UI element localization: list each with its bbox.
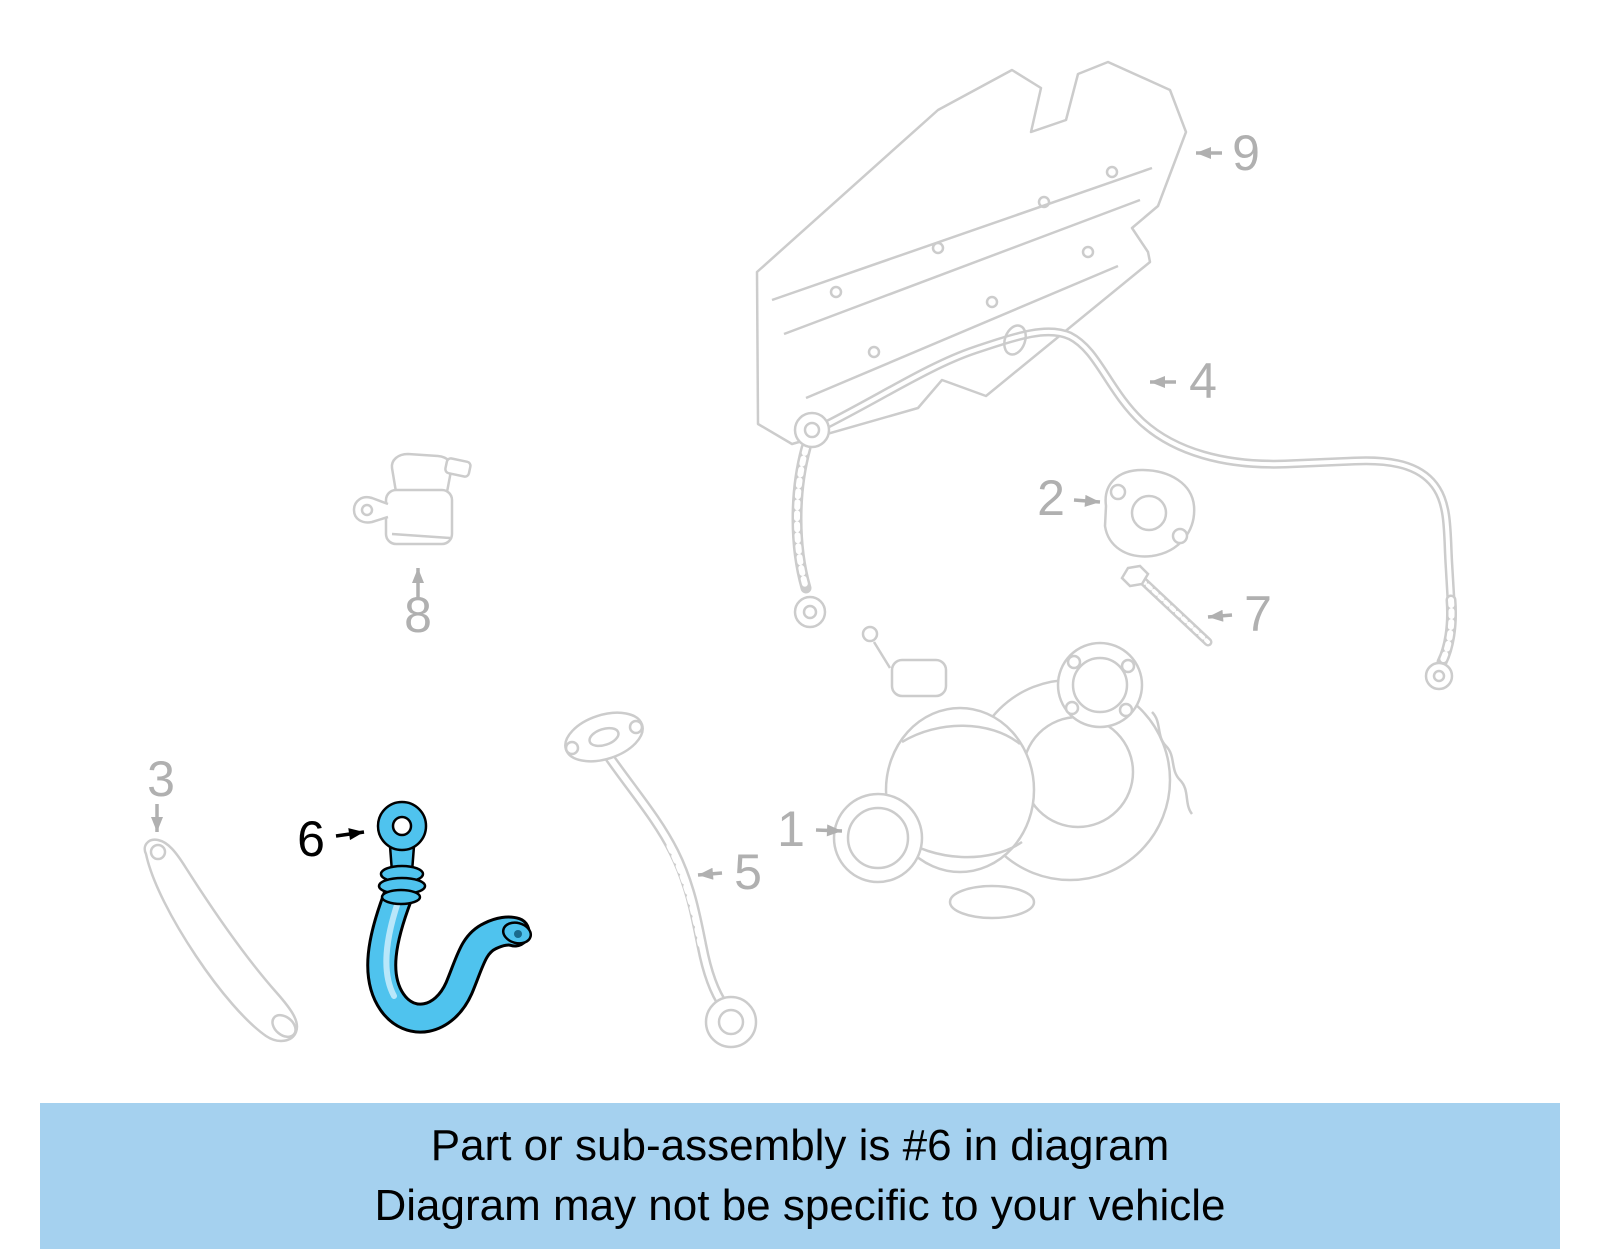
leader-line-2 bbox=[1073, 494, 1101, 507]
label-part-4: 4 bbox=[1189, 353, 1217, 409]
label-part-9: 9 bbox=[1232, 125, 1260, 181]
banjo-eye-hole bbox=[391, 815, 413, 837]
info-banner: Part or sub-assembly is #6 in diagram Di… bbox=[40, 1103, 1560, 1249]
hose-body bbox=[369, 883, 528, 1031]
label-part-5: 5 bbox=[734, 844, 762, 900]
hose-highlight bbox=[383, 899, 401, 999]
part-3-bracket bbox=[143, 838, 299, 1043]
banner-line-1: Part or sub-assembly is #6 in diagram bbox=[430, 1121, 1170, 1170]
leader-line-5 bbox=[697, 867, 723, 880]
label-part-2: 2 bbox=[1037, 470, 1065, 526]
part-6-highlighted-hose bbox=[366, 800, 533, 1034]
part-4-oil-line bbox=[791, 324, 1457, 691]
fitting-collar-3 bbox=[380, 888, 422, 906]
banner-line-2: Diagram may not be specific to your vehi… bbox=[374, 1181, 1226, 1230]
part-labels: 9 4 2 7 1 5 8 3 6 bbox=[147, 125, 1272, 900]
leader-line-6 bbox=[335, 828, 365, 841]
hose-end-hole bbox=[514, 930, 522, 938]
part-5-return-pipe bbox=[564, 711, 758, 1049]
label-part-6: 6 bbox=[297, 811, 325, 867]
part-2-gasket bbox=[1103, 468, 1196, 558]
label-part-7: 7 bbox=[1244, 586, 1272, 642]
part-8-valve bbox=[352, 452, 472, 546]
leader-line-7 bbox=[1207, 609, 1233, 622]
part-7-stud bbox=[1120, 564, 1213, 647]
label-part-3: 3 bbox=[147, 751, 175, 807]
part-1-turbocharger bbox=[832, 625, 1194, 920]
leader-line-1 bbox=[815, 824, 843, 837]
parts-diagram: 9 4 2 7 1 5 8 3 6 bbox=[143, 60, 1457, 1049]
part-9-heat-shield bbox=[755, 60, 1188, 446]
label-part-1: 1 bbox=[777, 801, 805, 857]
